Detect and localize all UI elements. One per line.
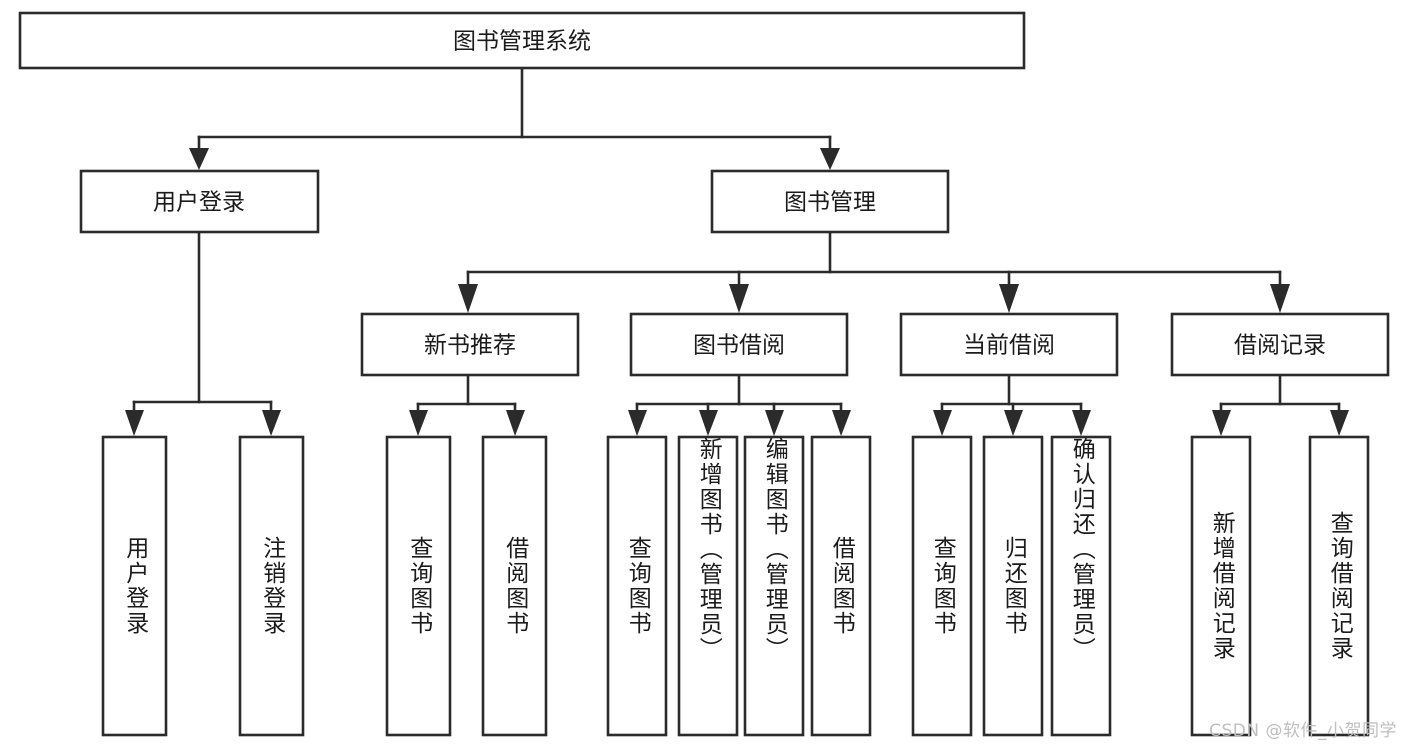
arrow-current-borrow [999, 284, 1019, 313]
label-book-borrow: 图书借阅 [693, 333, 785, 359]
label-current-borrow: 当前借阅 [963, 333, 1055, 359]
node-leaf-add-book[interactable] [677, 435, 739, 737]
label-user-login: 用户登录 [153, 190, 245, 216]
node-leaf-query-book-recommend[interactable] [385, 435, 452, 737]
arrow-leaf-borrow-book [832, 410, 851, 436]
label-book-management: 图书管理 [784, 190, 876, 216]
arrow-new-book-recommend [458, 284, 478, 313]
label-root: 图书管理系统 [453, 29, 591, 55]
node-leaf-user-login[interactable] [101, 435, 168, 737]
arrow-leaf-edit-book [765, 410, 784, 436]
arrow-leaf-borrow-book-recommend [506, 410, 525, 436]
node-user-login[interactable] [79, 169, 320, 234]
horizontal-label-layer: 图书管理系统 用户登录 图书管理 新书推荐 图书借阅 当前借阅 借阅记录 [153, 29, 1326, 359]
arrow-leaf-query-book-current [933, 410, 952, 436]
arrow-leaf-return-book [1004, 410, 1023, 436]
node-current-borrow[interactable] [899, 312, 1119, 377]
arrow-borrow-record [1270, 284, 1290, 313]
arrow-book-borrow [729, 284, 749, 313]
node-book-management[interactable] [710, 169, 950, 234]
node-leaf-borrow-book-recommend[interactable] [481, 435, 548, 737]
node-leaf-query-book-borrow[interactable] [606, 435, 668, 737]
node-leaf-query-borrow-record[interactable] [1308, 435, 1370, 737]
arrow-leaf-user-login [125, 410, 144, 436]
arrow-user-login [189, 148, 209, 170]
node-leaf-borrow-book[interactable] [810, 435, 872, 737]
arrow-leaf-query-book-recommend [409, 410, 428, 436]
arrow-leaf-query-book-borrow [628, 410, 647, 436]
arrow-leaf-add-book [699, 410, 718, 436]
node-leaf-logout[interactable] [238, 435, 305, 737]
node-leaf-confirm-return[interactable] [1050, 435, 1112, 737]
node-leaf-query-book-current[interactable] [911, 435, 973, 737]
node-borrow-record[interactable] [1170, 312, 1390, 377]
arrow-leaf-add-borrow-record [1212, 410, 1231, 436]
node-box-layer [18, 11, 1390, 737]
node-leaf-edit-book[interactable] [743, 435, 805, 737]
connector-layer [125, 66, 1349, 436]
watermark-text: CSDN @软件_小贺同学 [1209, 721, 1397, 741]
node-root[interactable] [18, 11, 1026, 70]
arrow-leaf-query-borrow-record [1330, 410, 1349, 436]
arrow-leaf-confirm-return [1072, 410, 1091, 436]
node-leaf-add-borrow-record[interactable] [1190, 435, 1252, 737]
node-leaf-return-book[interactable] [982, 435, 1044, 737]
label-borrow-record: 借阅记录 [1234, 333, 1326, 359]
node-book-borrow[interactable] [629, 312, 849, 377]
label-new-book-recommend: 新书推荐 [424, 333, 516, 359]
arrow-leaf-logout [262, 410, 281, 436]
node-new-book-recommend[interactable] [360, 312, 580, 377]
arrow-book-management [820, 148, 840, 170]
